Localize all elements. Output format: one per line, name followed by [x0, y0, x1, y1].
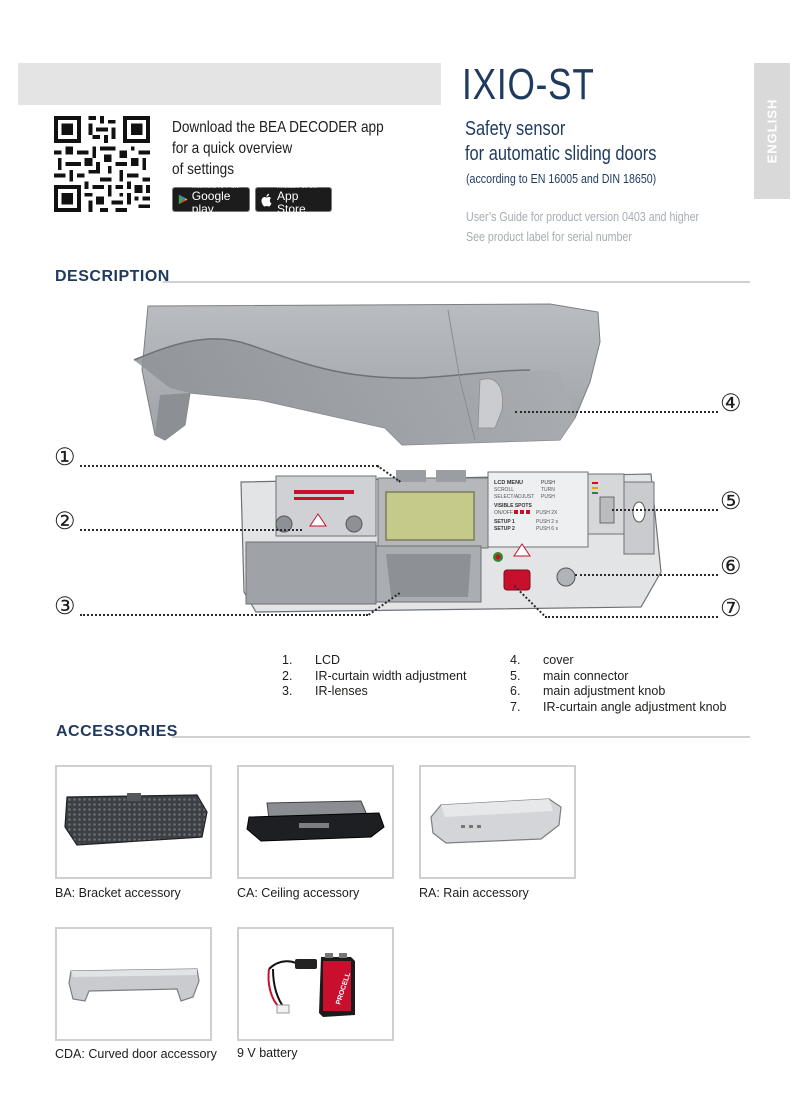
- legend-num: 4.: [510, 653, 521, 667]
- legend-num: 3.: [282, 684, 293, 698]
- callout-5: ⑤: [720, 488, 742, 515]
- subtitle-line: for automatic sliding doors: [465, 143, 657, 165]
- app-store-badge[interactable]: Available on the App Store: [255, 183, 332, 215]
- legend-num: 1.: [282, 653, 293, 667]
- legend-num: 2.: [282, 668, 293, 683]
- product-subtitle: Safety sensor for automatic sliding door…: [465, 117, 656, 167]
- callout-6: ⑥: [720, 553, 742, 580]
- legend-right: 4. cover 5. main connector 6. main adjustme…: [510, 653, 726, 715]
- onoff-label: ON/OFF: [494, 510, 513, 516]
- qr-code[interactable]: [54, 116, 150, 212]
- accessories-rule: [172, 736, 750, 738]
- battery-drawing: PROCELL: [267, 953, 355, 1017]
- apple-badge-big: App Store: [277, 188, 306, 216]
- curved-door-accessory-image: [55, 927, 212, 1041]
- app-text-line: for a quick overview: [172, 140, 293, 157]
- app-text-line: of settings: [172, 161, 234, 178]
- setup1-label: SETUP 1: [494, 519, 515, 525]
- legend-label: IR-curtain angle adjustment knob: [543, 699, 727, 714]
- legend-item: 4. cover: [510, 653, 726, 669]
- callout-4: ④: [720, 390, 742, 417]
- rain-accessory-image: [419, 765, 576, 879]
- lcd-turn-label: TURN: [541, 487, 555, 493]
- bracket-accessory-image: [55, 765, 212, 879]
- ceiling-accessory-image: [237, 765, 394, 879]
- legend-item: 3. IR-lenses: [282, 684, 466, 700]
- callout-2: ②: [54, 508, 76, 535]
- lcd-push2-label: PUSH: [541, 494, 555, 500]
- google-badge-big: Google play: [191, 188, 231, 216]
- app-text-line: Download the BEA DECODER app: [172, 119, 384, 136]
- legend-item: 7. IR-curtain angle adjustment knob: [510, 700, 726, 716]
- callout-line-7: [545, 616, 718, 618]
- curved-door-accessory-drawing: [68, 968, 200, 1002]
- legend-label: IR-lenses: [315, 684, 368, 698]
- guide-line: See product label for serial number: [466, 229, 632, 244]
- google-play-icon: [178, 194, 188, 205]
- battery-image: PROCELL: [237, 927, 394, 1041]
- description-rule: [163, 281, 750, 283]
- push-6s-label: PUSH 6 s: [536, 526, 558, 532]
- apple-icon: [261, 193, 272, 207]
- legend-num: 5.: [510, 668, 521, 683]
- apple-badge-small: Available on the: [277, 183, 318, 190]
- push-2s-label: PUSH 2 s: [536, 519, 558, 525]
- callout-1: ①: [54, 444, 76, 471]
- lcd-menu-label: LCD MENU: [494, 480, 523, 486]
- lcd-push-label: PUSH: [541, 480, 555, 486]
- sensor-device-illustration: LCD MENU PUSH SCROLL TURN SELECT/ADJUST …: [240, 470, 662, 613]
- legend-label: cover: [543, 653, 574, 667]
- rain-accessory-label: RA: Rain accessory: [419, 886, 529, 900]
- callout-7: ⑦: [720, 595, 742, 622]
- legend-num: 6.: [510, 684, 521, 698]
- standards-note: (according to EN 16005 and DIN 18650): [466, 171, 657, 186]
- battery-label: 9 V battery: [237, 1046, 298, 1060]
- description-heading: DESCRIPTION: [55, 268, 170, 285]
- language-tab: ENGLISH: [754, 63, 790, 199]
- cover-illustration: [133, 303, 601, 446]
- legend-label: main connector: [543, 668, 629, 683]
- visible-spots-label: VISIBLE SPOTS: [494, 503, 532, 509]
- bracket-accessory-label: BA: Bracket accessory: [55, 886, 181, 900]
- legend-label: main adjustment knob: [543, 684, 666, 698]
- legend-label: LCD: [315, 653, 341, 667]
- rain-accessory-drawing: [430, 798, 562, 844]
- app-download-text: Download the BEA DECODER app for a quick…: [172, 117, 384, 180]
- users-guide-note: User’s Guide for product version 0403 an…: [466, 207, 699, 247]
- ceiling-accessory-drawing: [246, 800, 385, 842]
- callout-line-6: [575, 574, 718, 576]
- callout-line-3: [80, 614, 368, 616]
- product-title: IXIO-ST: [462, 60, 595, 109]
- legend-item: 2. IR-curtain width adjustment: [282, 669, 466, 685]
- callout-line-5: [612, 509, 718, 511]
- google-badge-small: ANDROID APP ON: [191, 183, 239, 190]
- curved-door-accessory-label: CDA: Curved door accessory: [55, 1047, 217, 1061]
- bracket-accessory-drawing: [64, 793, 208, 846]
- legend-num: 7.: [510, 699, 521, 714]
- legend-item: 1. LCD: [282, 653, 466, 669]
- legend-item: 5. main connector: [510, 669, 726, 685]
- subtitle-line: Safety sensor: [465, 118, 566, 140]
- guide-line: User’s Guide for product version 0403 an…: [466, 209, 700, 224]
- language-label: ENGLISH: [764, 98, 780, 164]
- ceiling-accessory-label: CA: Ceiling accessory: [237, 886, 360, 900]
- google-play-badge[interactable]: ANDROID APP ON Google play: [172, 183, 250, 215]
- legend-label: IR-curtain width adjustment: [315, 668, 467, 683]
- lcd-select-label: SELECT/ADJUST: [494, 494, 534, 500]
- callout-line-4: [515, 411, 718, 413]
- callout-line-1: [80, 465, 378, 467]
- lcd-scroll-label: SCROLL: [494, 487, 514, 493]
- accessories-heading: ACCESSORIES: [56, 723, 178, 740]
- legend-item: 6. main adjustment knob: [510, 684, 726, 700]
- push-2x-label: PUSH 2X: [536, 510, 558, 516]
- header-bar: [18, 63, 441, 105]
- callout-3: ③: [54, 593, 76, 620]
- callout-line-2: [80, 529, 302, 531]
- setup2-label: SETUP 2: [494, 526, 515, 532]
- legend-left: 1. LCD 2. IR-curtain width adjustment 3. IR…: [282, 653, 466, 700]
